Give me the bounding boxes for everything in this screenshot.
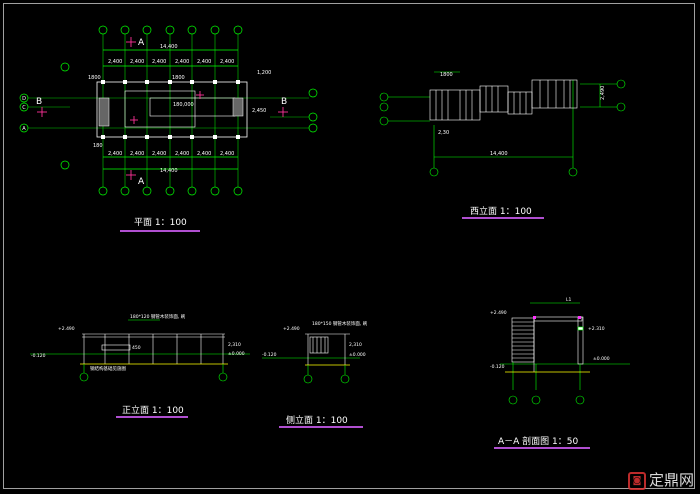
rear-elevation-frame	[429, 79, 578, 121]
watermark-seal-icon: ◙	[627, 471, 646, 490]
section-level-top: +2.490	[490, 310, 507, 316]
front-elevation-caption: 正立面 1：100	[122, 406, 184, 416]
plan-columns	[101, 80, 240, 139]
plan-top-axis-bubbles	[98, 25, 243, 35]
plan-row-label-a: A	[22, 126, 26, 132]
rear-height-dim: 2,490	[600, 86, 606, 100]
plan-section-mark-top: A	[138, 38, 145, 48]
plan-span-dim-b1: 2,400	[108, 151, 122, 157]
side-elevation-caption: 侧立面 1：100	[286, 416, 348, 426]
plan-span-dim-b3: 2,400	[152, 151, 166, 157]
plan-side-mark-left: B	[36, 97, 42, 107]
plan-inner-dim-4: 2,450	[252, 108, 266, 114]
front-base-note: 钢结构基础见施图	[90, 365, 126, 372]
plan-texts: 14,400 14,400 2,400 2,400 2,400 2,400 2,…	[22, 38, 287, 187]
section-level-zero: ±0.000	[593, 356, 610, 362]
section-aa	[500, 302, 630, 405]
front-level-bottom: -0.120	[31, 353, 46, 359]
side-level-bottom: -0.120	[262, 352, 277, 358]
side-level-zero: ±0.000	[349, 352, 366, 358]
watermark-text: 定鼎网	[648, 471, 694, 489]
plan-span-dim-b5: 2,400	[197, 151, 211, 157]
rear-elevation-caption: 西立面 1：100	[470, 207, 532, 217]
section-caption-underline	[494, 447, 590, 449]
plan-inner-dim-1: 1800	[88, 75, 101, 81]
plan-grid-vertical	[102, 34, 239, 187]
section-slats	[512, 321, 534, 359]
front-mid-dim: 450	[132, 345, 141, 351]
plan-span-dim-b2: 2,400	[130, 151, 144, 157]
front-note: 180*120 钢管木装饰面, 刷	[130, 313, 186, 320]
plan-span-dim-2: 2,400	[130, 59, 144, 65]
plan-total-dim-top: 14,400	[160, 44, 178, 50]
front-right-dim: 2,310	[228, 342, 241, 348]
rear-bottom-dim: 2,30	[438, 130, 449, 136]
plan-row-label-d: D	[22, 96, 26, 102]
side-elevation-texts: 180*150 钢管木装饰面, 刷 +2.490 -0.120 ±0.000 2…	[262, 320, 368, 358]
plan-bottom-axis-bubbles	[98, 186, 243, 196]
plan-center-dim: 180,000	[173, 102, 194, 108]
plan-span-dim-b6: 2,400	[220, 151, 234, 157]
section-level-bottom: -0.120	[490, 364, 505, 370]
section-caption: A－A 剖面图 1：50	[498, 437, 579, 447]
section-aa-texts: L1 +2.490 +2.310 -0.120 ±0.000	[490, 297, 610, 370]
section-label-top: L1	[566, 297, 572, 303]
plan-caption: 平面 1：100	[134, 218, 187, 228]
front-elevation-texts: 180*120 钢管木装饰面, 刷 +2.490 -0.120 ±0.000 4…	[31, 313, 245, 372]
front-level-top: +2.490	[58, 326, 75, 332]
front-elevation-posts	[83, 334, 224, 364]
plan-caption-underline	[120, 230, 200, 232]
section-markers	[37, 37, 288, 180]
rear-elevation-texts: 14,400 2,490 1800 2,30	[438, 72, 606, 157]
rear-top-dim: 1800	[440, 72, 453, 78]
plan-section-mark-bottom: A	[138, 177, 145, 187]
plan-inner-dim-2: 1800	[172, 75, 185, 81]
side-note: 180*150 钢管木装饰面, 刷	[312, 320, 368, 327]
plan-view	[19, 25, 318, 196]
plan-total-dim-bottom: 14,400	[160, 168, 178, 174]
side-level-top: +2.490	[283, 326, 300, 332]
drawing-frame	[3, 3, 695, 489]
side-elevation	[262, 333, 360, 384]
plan-inner-dim-3: 180	[93, 143, 103, 149]
rear-elevation	[379, 71, 626, 177]
watermark: ◙定鼎网	[627, 469, 694, 490]
plan-span-dim-1: 2,400	[108, 59, 122, 65]
side-elevation-caption-underline	[279, 426, 363, 428]
rear-total-dim: 14,400	[490, 151, 508, 157]
plan-inner-dim-5: 1,200	[257, 70, 271, 76]
plan-span-dim-6: 2,400	[220, 59, 234, 65]
plan-side-mark-right: B	[281, 97, 287, 107]
side-right-dim: 2,310	[349, 342, 362, 348]
plan-row-label-c: C	[22, 105, 26, 111]
plan-span-dim-5: 2,400	[197, 59, 211, 65]
plan-span-dim-b4: 2,400	[175, 151, 189, 157]
rear-elevation-caption-underline	[462, 217, 544, 219]
front-elevation-caption-underline	[116, 416, 188, 418]
plan-span-dim-3: 2,400	[152, 59, 166, 65]
plan-span-dim-4: 2,400	[175, 59, 189, 65]
front-level-zero: ±0.000	[228, 351, 245, 357]
section-level-right: +2.310	[588, 326, 605, 332]
front-elevation	[30, 319, 250, 382]
